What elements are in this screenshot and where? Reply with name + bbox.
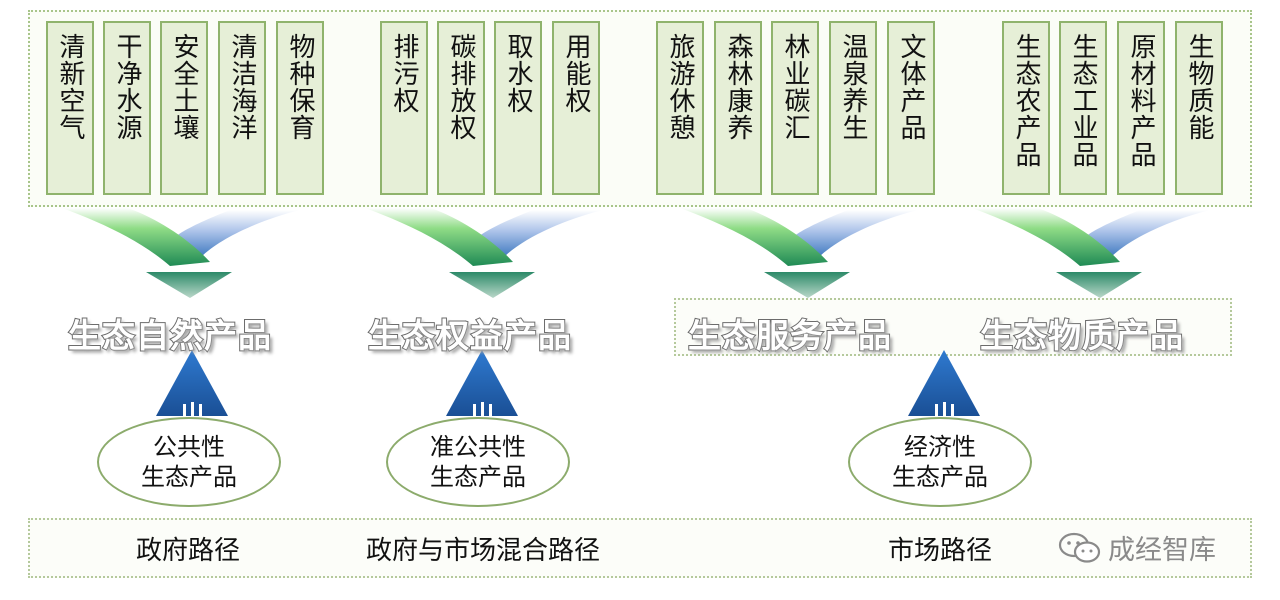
watermark-text: 成经智库	[1108, 535, 1216, 566]
item-rights-4: 用能权	[552, 21, 600, 195]
market-products-frame	[674, 298, 1232, 356]
product-rights: 生态权益产品	[367, 315, 572, 356]
type-economic-ellipse: 经济性 生态产品	[848, 417, 1032, 507]
wechat-icon	[1058, 532, 1101, 563]
path-mixed: 政府与市场混合路径	[366, 536, 601, 566]
item-services-4: 温泉养生	[829, 21, 877, 195]
item-nature-4: 清洁海洋	[218, 21, 266, 195]
arrow-up-economic	[908, 350, 980, 416]
arrow-down-nature	[62, 208, 300, 298]
product-material: 生态物质产品	[979, 315, 1184, 356]
path-market: 市场路径	[888, 536, 993, 566]
watermark: 成经智库	[1058, 528, 1216, 567]
item-services-5: 文体产品	[887, 21, 935, 195]
arrow-down-services	[680, 208, 918, 298]
type-public-ellipse: 公共性 生态产品	[97, 417, 281, 507]
item-services-3: 林业碳汇	[771, 21, 819, 195]
item-nature-2: 干净水源	[103, 21, 151, 195]
item-nature-1: 清新空气	[46, 21, 94, 195]
arrow-up-public	[156, 350, 228, 416]
arrow-down-material	[972, 208, 1210, 298]
product-services: 生态服务产品	[687, 315, 892, 356]
item-material-2: 生态工业品	[1059, 21, 1107, 195]
arrow-down-rights	[365, 208, 603, 298]
item-material-4: 生物质能	[1175, 21, 1223, 195]
item-nature-5: 物种保育	[276, 21, 324, 195]
type-quasi-ellipse: 准公共性 生态产品	[386, 417, 570, 507]
item-nature-3: 安全土壤	[160, 21, 208, 195]
path-government: 政府路径	[136, 536, 241, 566]
item-services-2: 森林康养	[714, 21, 762, 195]
item-rights-1: 排污权	[380, 21, 428, 195]
item-material-1: 生态农产品	[1002, 21, 1050, 195]
item-rights-2: 碳排放权	[437, 21, 485, 195]
item-material-3: 原材料产品	[1117, 21, 1165, 195]
arrow-up-quasi	[446, 350, 518, 416]
item-rights-3: 取水权	[494, 21, 542, 195]
item-services-1: 旅游休憩	[656, 21, 704, 195]
paths-frame	[28, 518, 1252, 578]
product-nature: 生态自然产品	[67, 315, 272, 356]
